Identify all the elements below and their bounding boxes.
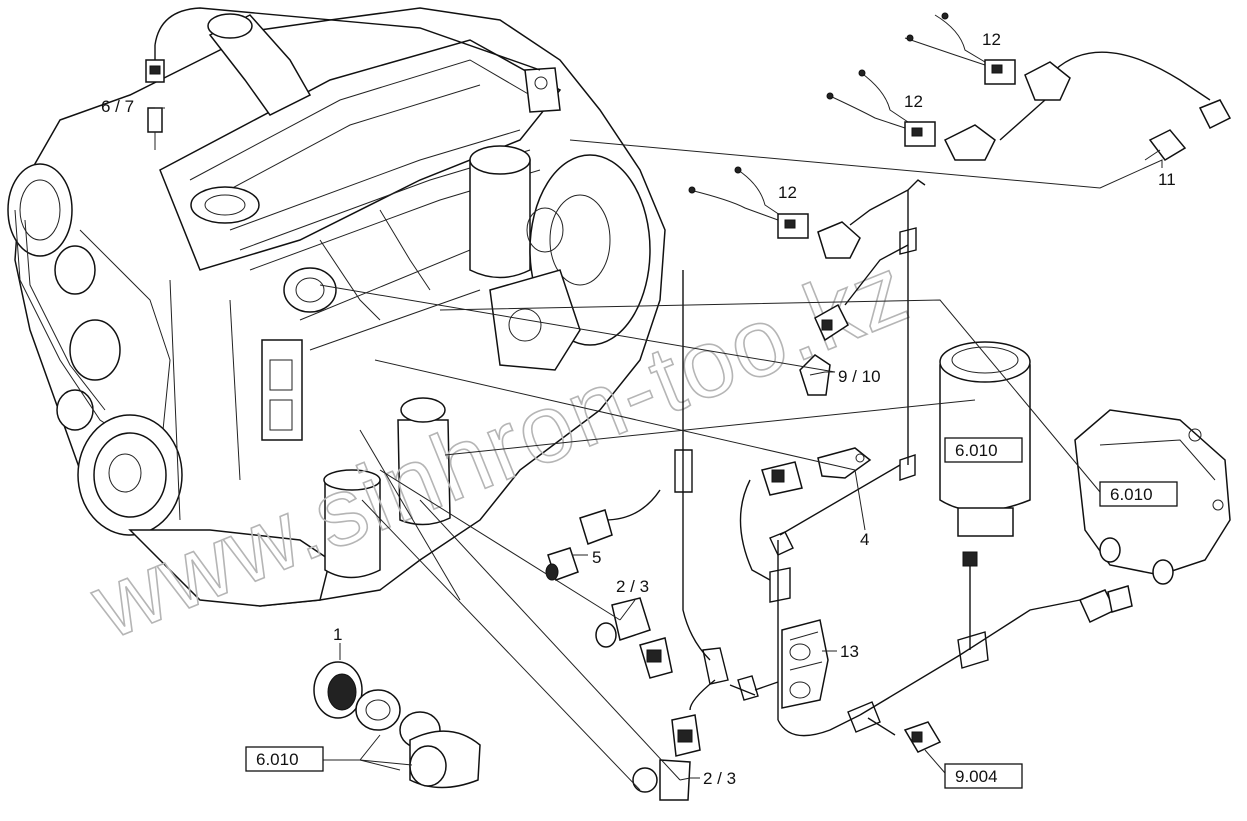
connector-9-004 [903, 721, 942, 753]
ref-box-intake-label: 6.010 [256, 750, 299, 769]
sensor-9-10 [799, 303, 849, 396]
connector-12-low [688, 166, 861, 259]
ref-box-injection-pump-label: 6.010 [1110, 485, 1153, 504]
callouts: 6 / 7 12 12 12 11 9 / 10 4 5 2 / 3 2 / 3… [101, 30, 1176, 788]
sensor-11 [1144, 99, 1232, 161]
injection-pump [1074, 409, 1231, 624]
ref-box-fuel-filter[interactable]: 6.010 [944, 437, 1023, 463]
sensor-2-3-lower [632, 714, 701, 801]
leader-lines [155, 107, 1163, 791]
callout-12-mid: 12 [904, 92, 923, 111]
connector-12-top [904, 12, 1071, 101]
callout-6-7: 6 / 7 [101, 97, 134, 116]
sensor-6-7 [145, 59, 165, 150]
callout-11: 11 [1158, 170, 1176, 189]
bracket-4 [761, 447, 872, 496]
ref-box-fuel-filter-label: 6.010 [955, 441, 998, 460]
callout-2-3-lower: 2 / 3 [703, 769, 736, 788]
callout-5: 5 [592, 548, 601, 567]
callout-4: 4 [860, 530, 869, 549]
relay-block-13 [781, 619, 829, 709]
ref-box-intake[interactable]: 6.010 [245, 746, 324, 772]
sensor-2-3-upper [595, 597, 673, 679]
intake-parts-1 [313, 661, 481, 789]
engine-assembly [7, 7, 666, 607]
callout-9-10: 9 / 10 [838, 367, 881, 386]
sensor-5 [545, 509, 613, 581]
connector-12-mid [826, 69, 996, 161]
ref-box-connector[interactable]: 9.004 [944, 763, 1023, 789]
callout-12-low: 12 [778, 183, 797, 202]
ref-box-connector-label: 9.004 [955, 767, 998, 786]
callout-13: 13 [840, 642, 859, 661]
reference-boxes: 6.010 6.010 6.010 9.004 [245, 437, 1178, 789]
callout-2-3-upper: 2 / 3 [616, 577, 649, 596]
callout-1: 1 [333, 625, 342, 644]
callout-12-top: 12 [982, 30, 1001, 49]
wiring-harness [154, 7, 1211, 737]
ref-box-injection-pump[interactable]: 6.010 [1099, 481, 1178, 507]
